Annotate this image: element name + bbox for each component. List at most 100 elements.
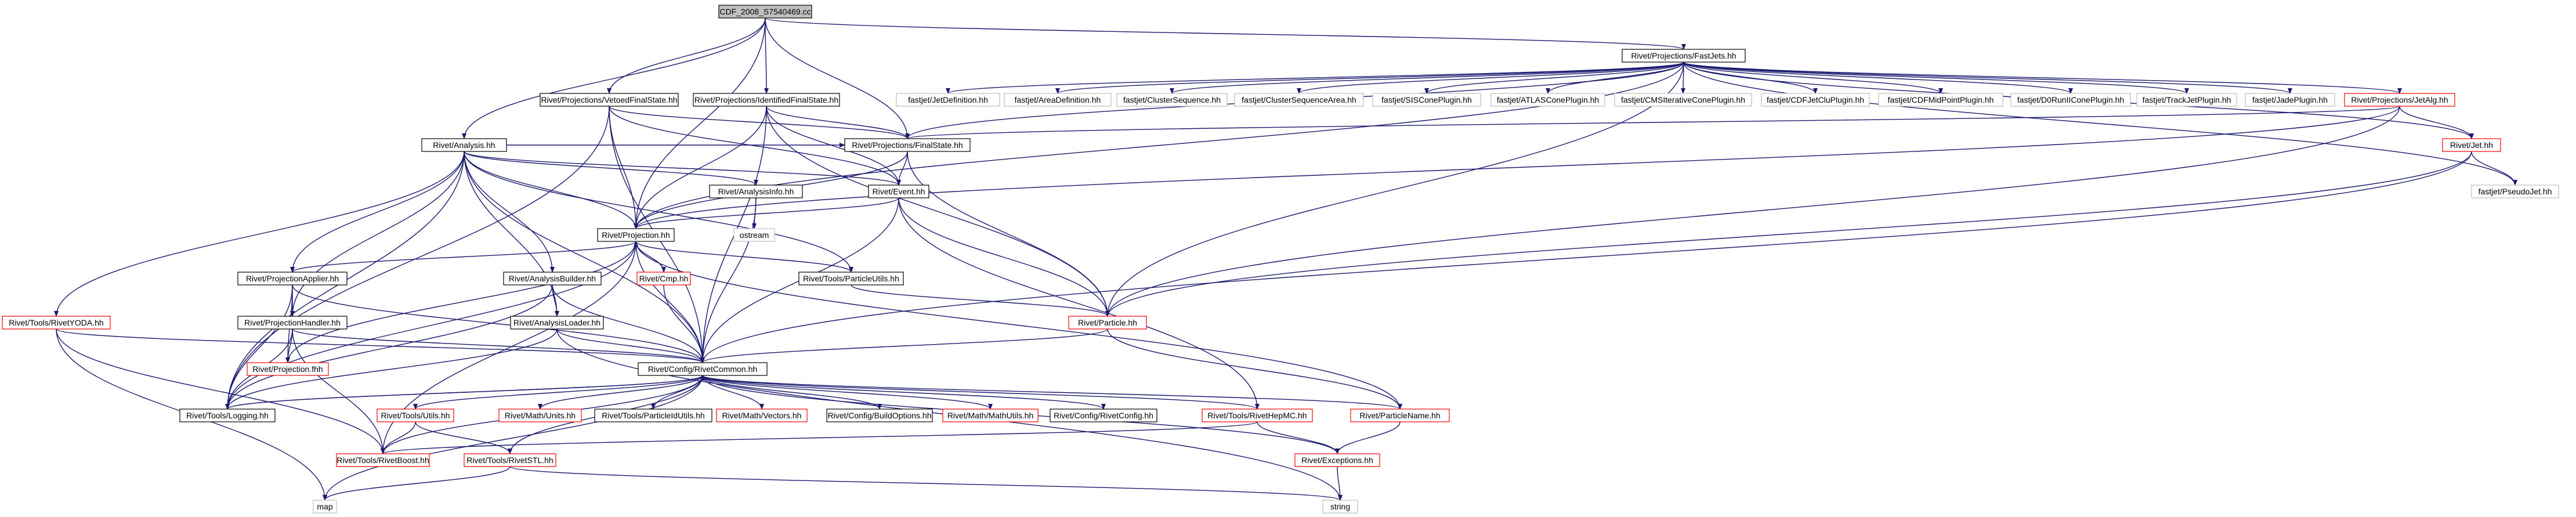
node-ostream[interactable]: ostream [733,228,775,242]
edge-jetalg-to-finalstate [905,106,2400,139]
node-label: CDF_2008_S7540469.cc [719,7,811,16]
node-analysis[interactable]: Rivet/Analysis.hh [421,138,507,152]
node-exceptions[interactable]: Rivet/Exceptions.hh [1294,453,1380,467]
node-particleutils[interactable]: Rivet/Tools/ParticleUtils.hh [798,272,904,285]
edge-fastjets-to-jetalg [1683,62,2402,94]
node-map[interactable]: map [313,500,337,514]
node-fj-cdfmidpoint[interactable]: fastjet/CDFMidPointPlugin.hh [1878,93,2003,107]
node-identified[interactable]: Rivet/Projections/IdentifiedFinalState.h… [693,93,840,107]
node-rivetboost[interactable]: Rivet/Tools/RivetBoost.hh [336,453,430,467]
node-string[interactable]: string [1322,500,1358,514]
node-mathunits[interactable]: Rivet/Math/Units.hh [498,408,582,422]
node-box [1622,49,1746,63]
node-label: Rivet/AnalysisBuilder.hh [509,274,596,283]
edge-fastjets-to-fj_cdfmidpoint [1683,62,1943,94]
node-label: fastjet/PseudoJet.hh [2479,187,2552,196]
node-fj-trackjet[interactable]: fastjet/TrackJetPlugin.hh [2136,93,2237,107]
edge-identified-to-event [766,106,901,186]
edge-analysis-to-analysisbuilder [464,151,555,273]
node-fj-atlas[interactable]: fastjet/ATLASConePlugin.hh [1490,93,1605,107]
edge-fastjets-to-projection [634,62,1684,229]
node-fj-cmsiter[interactable]: fastjet/CMSIterativeConePlugin.hh [1614,93,1752,107]
node-fj-siscone[interactable]: fastjet/SISConePlugin.hh [1372,93,1481,107]
node-logging[interactable]: Rivet/Tools/Logging.hh [179,408,276,422]
node-jet[interactable]: Rivet/Jet.hh [2442,138,2501,152]
edge-root-to-fastjets [765,17,1686,50]
node-mathutils[interactable]: Rivet/Math/MathUtils.hh [942,408,1039,422]
node-label: Rivet/Math/Vectors.hh [722,411,802,420]
node-box [1878,93,2003,107]
node-projectionapplier[interactable]: Rivet/ProjectionApplier.hh [237,272,348,285]
node-label: Rivet/Projections/VetoedFinalState.hh [541,95,677,104]
node-label: Rivet/Projections/JetAlg.hh [2351,95,2448,104]
file-nodes: CDF_2008_S7540469.ccRivet/Projections/Fa… [2,5,2559,514]
node-rivethepmc[interactable]: Rivet/Tools/RivetHepMC.hh [1202,408,1313,422]
node-particle[interactable]: Rivet/Particle.hh [1068,316,1147,330]
node-event[interactable]: Rivet/Event.hh [868,185,929,198]
edge-analysisinfo-to-rivetcommon [700,197,757,363]
edge-toolsutils-to-rivetstl [415,421,512,454]
node-fj-clseq[interactable]: fastjet/ClusterSequence.hh [1116,93,1228,107]
edge-analysisloader-to-logging [225,328,558,410]
edge-rivetcommon-to-rivetconfig [702,375,1106,410]
node-box [464,453,556,467]
node-particleidutils[interactable]: Rivet/Tools/ParticleIdUtils.hh [594,408,712,422]
edge-vetoed-to-event [609,106,901,186]
edge-fastjets-to-fj_siscone [1424,62,1684,94]
node-rivetcommon[interactable]: Rivet/Config/RivetCommon.hh [638,362,768,376]
edge-analysis-to-projectionapplier [290,151,465,273]
edge-jetalg-to-particle [1105,106,2400,317]
node-analysisinfo[interactable]: Rivet/AnalysisInfo.hh [709,185,803,198]
node-box [1761,93,1870,107]
node-rivetstl[interactable]: Rivet/Tools/RivetSTL.hh [464,453,556,467]
node-projectionhandler[interactable]: Rivet/ProjectionHandler.hh [237,316,348,330]
node-fj-clseqarea[interactable]: fastjet/ClusterSequenceArea.hh [1234,93,1364,107]
node-box [2471,185,2559,198]
node-label: Rivet/Exceptions.hh [1301,455,1373,465]
edge-jet-to-particle [1105,151,2472,317]
node-projectionfhh[interactable]: Rivet/Projection.fhh [247,362,329,376]
node-particlename[interactable]: Rivet/ParticleName.hh [1350,408,1450,422]
edge-fastjets-to-particle [1105,62,1684,317]
node-label: fastjet/CDFMidPointPlugin.hh [1888,95,1994,104]
edge-rivetcommon-to-toolsutils [413,375,703,410]
node-box [2344,93,2455,107]
node-toolsutils[interactable]: Rivet/Tools/Utils.hh [377,408,454,422]
node-label: Rivet/AnalysisLoader.hh [513,318,600,327]
node-label: fastjet/CDFJetCluPlugin.hh [1767,95,1864,104]
node-vetoed[interactable]: Rivet/Projections/VetoedFinalState.hh [540,93,679,107]
node-fj-areadef[interactable]: fastjet/AreaDefinition.hh [1004,93,1112,107]
node-fj-jetdef[interactable]: fastjet/JetDefinition.hh [896,93,1000,107]
node-fastjets[interactable]: Rivet/Projections/FastJets.hh [1622,49,1746,63]
node-label: Rivet/Config/RivetCommon.hh [648,364,757,374]
node-pseudojet[interactable]: fastjet/PseudoJet.hh [2471,185,2559,198]
edge-jet-to-rivetcommon [700,151,2472,363]
node-box [1116,93,1228,107]
node-rivetconfig[interactable]: Rivet/Config/RivetConfig.hh [1050,408,1157,422]
node-rivetyoda[interactable]: Rivet/Tools/RivetYODA.hh [2,316,111,330]
node-fj-jade[interactable]: fastjet/JadePlugin.hh [2245,93,2335,107]
node-projection[interactable]: Rivet/Projection.hh [597,228,675,242]
node-box [2,316,111,330]
node-buildoptions[interactable]: Rivet/Config/BuildOptions.hh [826,408,933,422]
node-analysisloader[interactable]: Rivet/AnalysisLoader.hh [510,316,604,330]
node-fj-d0run2[interactable]: fastjet/D0RunIIConePlugin.hh [2010,93,2131,107]
node-root[interactable]: CDF_2008_S7540469.cc [718,5,812,19]
node-box [377,408,454,422]
node-label: Rivet/Tools/RivetYODA.hh [9,318,103,327]
edge-rivetcommon-to-mathutils [702,375,993,410]
edge-particle-to-rivetcommon [700,328,1108,363]
edge-jet-to-pseudojet [2471,151,2517,186]
edge-fastjets-to-fj_trackjet [1683,62,2189,94]
node-jetalg[interactable]: Rivet/Projections/JetAlg.hh [2344,93,2455,107]
node-label: fastjet/TrackJetPlugin.hh [2143,95,2231,104]
node-label: Rivet/Math/MathUtils.hh [947,411,1034,420]
node-fj-cdfjetclu[interactable]: fastjet/CDFJetCluPlugin.hh [1761,93,1870,107]
node-cmp[interactable]: Rivet/Cmp.hh [636,272,691,285]
node-finalstate[interactable]: Rivet/Projections/FinalState.hh [844,138,971,152]
edge-projection-to-logging [225,241,636,410]
node-box [733,228,775,242]
node-analysisbuilder[interactable]: Rivet/AnalysisBuilder.hh [503,272,602,285]
node-mathvectors[interactable]: Rivet/Math/Vectors.hh [716,408,808,422]
